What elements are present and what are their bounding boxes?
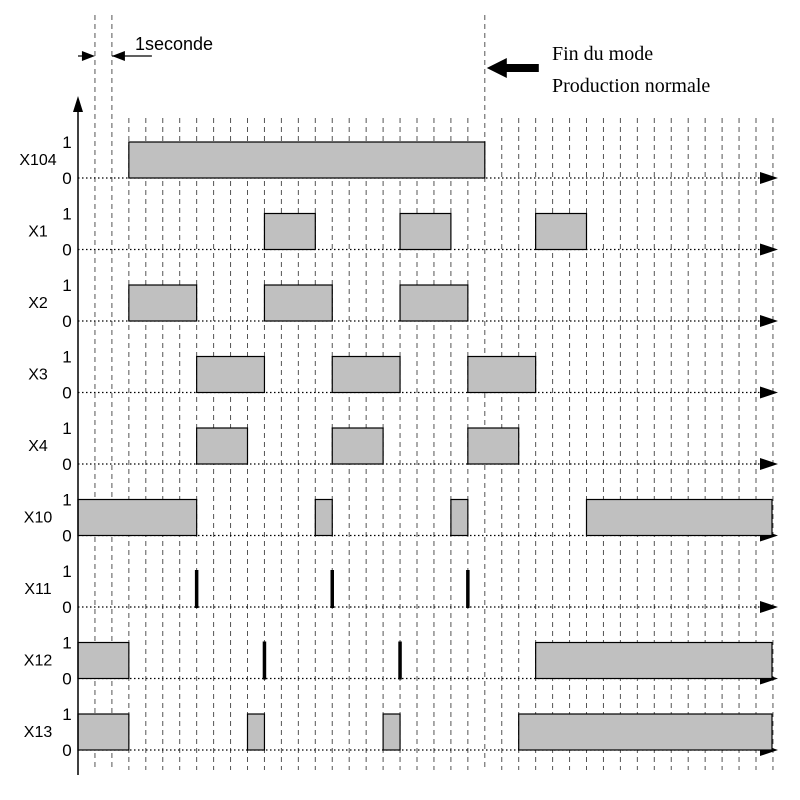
signal-name: X3 — [28, 367, 48, 384]
level-high-label: 1 — [62, 562, 71, 581]
signal-pulse — [314, 498, 333, 537]
end-of-mode-annotation: Fin du mode Production normale — [486, 43, 710, 97]
level-low-label: 0 — [62, 241, 71, 260]
signal-name: X104 — [19, 152, 56, 169]
signal-pulse — [518, 713, 773, 751]
arrow-right-icon — [760, 172, 778, 184]
signal-name: X2 — [28, 295, 48, 312]
vertical-axis — [73, 96, 83, 775]
arrow-left-icon — [486, 58, 539, 78]
signal-pulse — [196, 355, 266, 394]
level-low-label: 0 — [62, 455, 71, 474]
signal-pulse — [467, 427, 520, 465]
signal-row: X1 1 0 — [28, 205, 778, 260]
level-low-label: 0 — [62, 384, 71, 403]
signal-pulse — [535, 641, 773, 680]
signal-pulse — [467, 355, 537, 394]
signal-pulse — [331, 355, 401, 394]
arrow-right-icon — [760, 386, 778, 399]
signal-row: X10 1 0 — [24, 491, 778, 546]
level-low-label: 0 — [62, 312, 71, 331]
end-note-line-2: Production normale — [552, 75, 710, 97]
signal-pulse — [399, 212, 452, 251]
signal-pulse — [128, 141, 486, 179]
arrow-right-icon — [760, 601, 778, 613]
signal-row: X104 1 0 — [19, 133, 778, 188]
axis-arrowhead-icon — [73, 96, 83, 112]
signal-row: X4 1 0 — [28, 419, 778, 474]
level-low-label: 0 — [62, 741, 71, 760]
signal-name: X12 — [24, 653, 53, 670]
signal-pulse — [246, 713, 266, 751]
signal-pulse — [450, 498, 469, 537]
signal-pulse — [196, 427, 249, 465]
arrow-right-icon — [760, 243, 778, 256]
level-high-label: 1 — [62, 205, 71, 224]
signal-row: X13 1 0 — [24, 705, 778, 760]
signal-pulse — [77, 713, 130, 751]
signal-row: X12 1 0 — [24, 634, 778, 689]
signal-pulse — [263, 212, 316, 251]
signal-pulse — [399, 284, 469, 322]
arrow-right-icon — [760, 458, 778, 470]
signal-row: X2 1 0 — [28, 276, 778, 331]
signal-name: X1 — [28, 224, 48, 241]
signal-pulse — [263, 284, 333, 322]
arrow-right-icon — [81, 51, 95, 61]
level-high-label: 1 — [62, 634, 71, 653]
signal-pulse — [535, 212, 588, 251]
level-high-label: 1 — [62, 133, 71, 152]
level-high-label: 1 — [62, 348, 71, 367]
signal-pulse — [128, 284, 198, 322]
signal-row: X11 1 0 — [24, 562, 778, 617]
arrow-right-icon — [760, 315, 778, 327]
level-low-label: 0 — [62, 670, 71, 689]
signal-pulse — [77, 641, 130, 680]
signal-rows: X10410X110X210X310X410X1010X1110X1210X13… — [19, 133, 778, 760]
signal-name: X10 — [24, 510, 53, 527]
signal-name: X13 — [24, 724, 53, 741]
time-unit-label: 1seconde — [135, 34, 213, 54]
end-note-line-1: Fin du mode — [552, 43, 653, 65]
level-low-label: 0 — [62, 169, 71, 188]
signal-pulse — [77, 498, 198, 537]
signal-pulse — [585, 498, 773, 537]
level-low-label: 0 — [62, 598, 71, 617]
signal-row: X3 1 0 — [28, 348, 778, 403]
signal-name: X11 — [24, 581, 51, 598]
level-high-label: 1 — [62, 276, 71, 295]
level-low-label: 0 — [62, 527, 71, 546]
time-unit-annotation: 1seconde — [78, 34, 213, 61]
level-high-label: 1 — [62, 491, 71, 510]
level-high-label: 1 — [62, 705, 71, 724]
signal-pulse — [331, 427, 384, 465]
level-high-label: 1 — [62, 419, 71, 438]
signal-name: X4 — [28, 438, 48, 455]
signal-pulse — [382, 713, 401, 751]
